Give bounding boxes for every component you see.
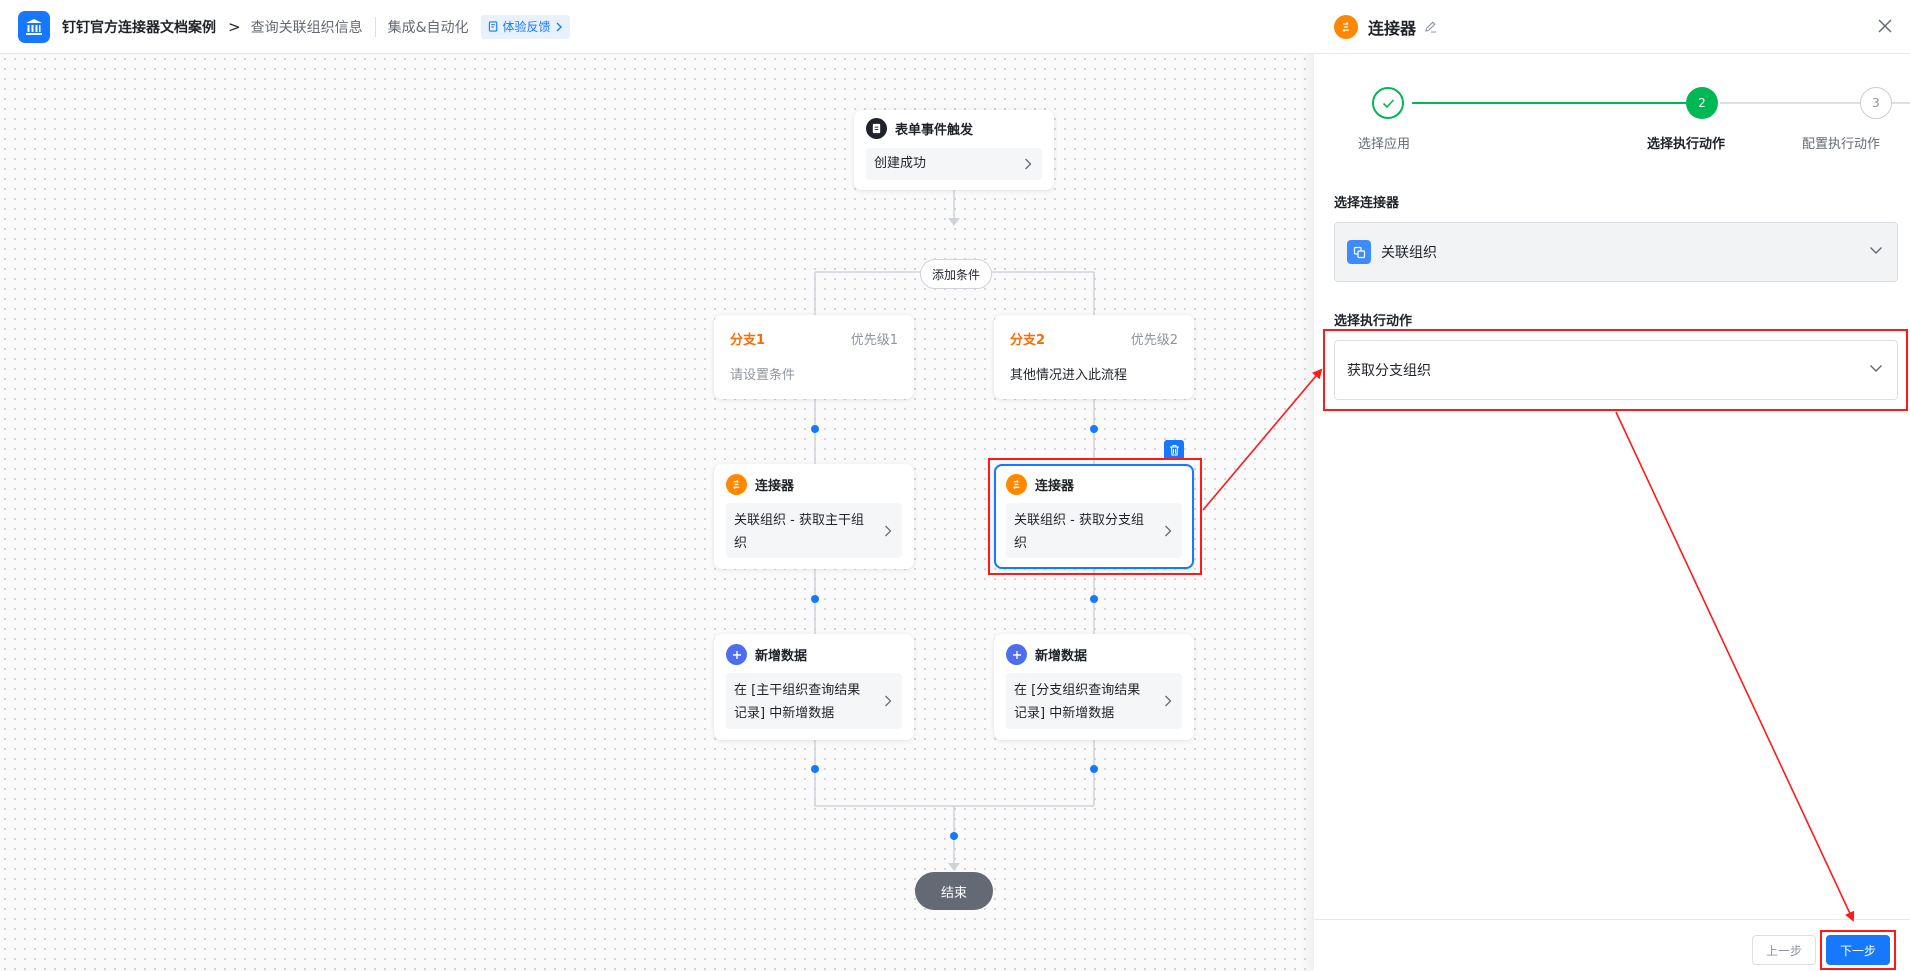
connector-node-2-title: 连接器 — [1035, 479, 1075, 494]
check-icon — [1382, 98, 1394, 108]
delete-node-button[interactable] — [1164, 440, 1184, 460]
chevron-right-icon — [1025, 158, 1032, 170]
step-line-done — [1412, 102, 1686, 104]
top-header: 钉钉官方连接器文档案例 > 查询关联组织信息 集成&自动化 体验反馈 — [0, 0, 1314, 54]
page-title: 查询关联组织信息 — [250, 19, 363, 36]
add-node-dot[interactable] — [811, 425, 819, 433]
app-title[interactable]: 钉钉官方连接器文档案例 — [62, 19, 216, 36]
add-data-node-2[interactable]: 新增数据 在 [分支组织查询结果 记录] 中新增数据 — [994, 634, 1194, 740]
connector-select-value: 关联组织 — [1381, 245, 1437, 261]
chevron-right-icon — [885, 695, 892, 707]
step-line-pending — [1720, 102, 1910, 104]
branch-2-node[interactable]: 分支2 优先级2 其他情况进入此流程 — [994, 315, 1194, 399]
step-1-label: 选择应用 — [1358, 137, 1411, 152]
step-1-circle[interactable] — [1372, 87, 1404, 119]
branch-1-name: 分支1 — [730, 333, 766, 348]
form-icon — [866, 118, 887, 139]
connector-node-1-title: 连接器 — [755, 479, 795, 494]
trigger-node-title: 表单事件触发 — [895, 123, 974, 138]
add-node-dot[interactable] — [811, 765, 819, 773]
add-condition-button[interactable]: 添加条件 — [920, 259, 992, 289]
drawer-footer: 上一步 下一步 — [1314, 919, 1910, 971]
add-data-node-2-title: 新增数据 — [1035, 649, 1088, 664]
drawer-title: 连接器 — [1368, 18, 1417, 38]
connector-node-2[interactable]: 连接器 关联组织 - 获取分支组 织 — [994, 464, 1194, 569]
branch-1-condition: 请设置条件 — [730, 368, 796, 383]
edit-title-icon[interactable] — [1424, 20, 1437, 33]
annotation-highlight-next-button — [1820, 930, 1896, 970]
connector-node-1-body[interactable]: 关联组织 - 获取主干组 织 — [726, 503, 902, 558]
breadcrumb-separator-icon: > — [228, 17, 241, 36]
step-3-circle[interactable]: 3 — [1860, 87, 1892, 119]
add-data-node-1-title: 新增数据 — [755, 649, 808, 664]
connector-node-2-line1: 关联组织 - 获取分支组 — [1014, 513, 1144, 528]
drawer-header: 连接器 — [1314, 0, 1910, 54]
trash-icon — [1169, 444, 1179, 456]
action-select-value: 获取分支组织 — [1347, 363, 1431, 379]
branch-1-node[interactable]: 分支1 优先级1 请设置条件 — [714, 315, 914, 399]
trigger-node[interactable]: 表单事件触发 创建成功 — [854, 110, 1054, 190]
feedback-button[interactable]: 体验反馈 — [480, 14, 570, 39]
branch-1-priority: 优先级1 — [850, 333, 898, 348]
connector-icon — [1006, 474, 1027, 495]
connector-select-label: 选择连接器 — [1334, 196, 1400, 211]
add-data-node-1-line2: 记录] 中新增数据 — [734, 706, 835, 721]
header-divider — [374, 16, 376, 37]
close-icon[interactable] — [1876, 17, 1894, 39]
trigger-node-value: 创建成功 — [874, 156, 927, 171]
step-2-label: 选择执行动作 — [1647, 137, 1726, 152]
chevron-right-icon — [556, 22, 562, 31]
chevron-right-icon — [1165, 695, 1172, 707]
add-node-dot[interactable] — [1090, 425, 1098, 433]
add-data-node-1-line1: 在 [主干组织查询结果 — [734, 683, 861, 698]
branch-2-condition: 其他情况进入此流程 — [1010, 368, 1128, 383]
next-step-button[interactable]: 下一步 — [1826, 935, 1890, 965]
flow-canvas[interactable]: 表单事件触发 创建成功 添加条件 分支1 优先级1 请设置条件 分支2 优先级2… — [0, 54, 1314, 971]
add-data-node-2-line1: 在 [分支组织查询结果 — [1014, 683, 1141, 698]
feedback-label: 体验反馈 — [502, 20, 551, 34]
end-node: 结束 — [915, 872, 993, 910]
integration-automation-link[interactable]: 集成&自动化 — [387, 19, 469, 36]
annotation-highlight-node — [988, 458, 1202, 575]
add-data-node-1[interactable]: 新增数据 在 [主干组织查询结果 记录] 中新增数据 — [714, 634, 914, 740]
add-data-node-2-line2: 记录] 中新增数据 — [1014, 706, 1115, 721]
app-logo-icon[interactable] — [18, 10, 50, 43]
add-node-dot[interactable] — [811, 595, 819, 603]
connector-icon — [726, 474, 747, 495]
action-select[interactable]: 获取分支组织 — [1334, 340, 1898, 400]
connector-node-1[interactable]: 连接器 关联组织 - 获取主干组 织 — [714, 464, 914, 569]
connector-select[interactable]: 关联组织 — [1334, 222, 1898, 282]
flow-connector-lines — [814, 190, 1095, 871]
chevron-down-icon — [1870, 365, 1882, 372]
chevron-down-icon — [1870, 247, 1882, 254]
connector-node-2-body[interactable]: 关联组织 - 获取分支组 织 — [1006, 503, 1182, 558]
annotation-highlight-action-select — [1323, 329, 1908, 411]
chevron-right-icon — [1165, 525, 1172, 536]
action-select-label: 选择执行动作 — [1334, 314, 1413, 329]
step-3-label: 配置执行动作 — [1802, 137, 1881, 152]
connector-icon — [1334, 14, 1358, 39]
add-data-node-2-body[interactable]: 在 [分支组织查询结果 记录] 中新增数据 — [1006, 673, 1182, 729]
plus-icon — [726, 644, 747, 665]
add-node-dot[interactable] — [1090, 595, 1098, 603]
prev-step-button[interactable]: 上一步 — [1752, 935, 1816, 965]
add-data-node-1-body[interactable]: 在 [主干组织查询结果 记录] 中新增数据 — [726, 673, 902, 729]
trigger-node-body[interactable]: 创建成功 — [866, 148, 1042, 180]
connector-node-2-line2: 织 — [1014, 536, 1028, 551]
connector-node-1-line2: 织 — [734, 536, 748, 551]
plus-icon — [1006, 644, 1027, 665]
feedback-icon — [488, 21, 497, 32]
connector-config-drawer: 连接器 2 3 选择应用 选择执行动作 配置执行动作 选择连接器 — [1314, 0, 1910, 971]
chevron-right-icon — [885, 525, 892, 536]
connector-node-1-line1: 关联组织 - 获取主干组 — [734, 513, 864, 528]
step-2-circle[interactable]: 2 — [1686, 87, 1718, 119]
branch-2-name: 分支2 — [1010, 333, 1046, 348]
add-node-dot[interactable] — [1090, 765, 1098, 773]
branch-2-priority: 优先级2 — [1130, 333, 1178, 348]
add-node-dot[interactable] — [950, 832, 958, 840]
related-org-app-icon — [1347, 240, 1371, 264]
